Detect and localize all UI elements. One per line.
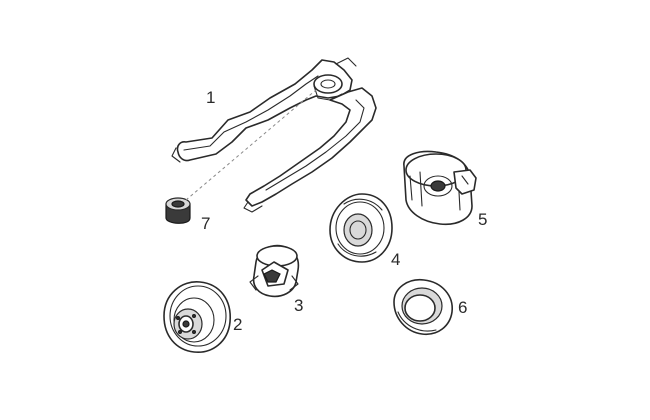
callout-label-5: 5 bbox=[478, 210, 488, 229]
callout-label-6: 6 bbox=[458, 298, 468, 317]
part-2-pulley bbox=[163, 281, 231, 353]
part-7-bushing bbox=[165, 197, 191, 224]
callout-label-4: 4 bbox=[391, 250, 401, 269]
callout-label-3: 3 bbox=[294, 296, 304, 315]
assembly-guide-line bbox=[185, 89, 317, 201]
callout-label-1: 1 bbox=[206, 88, 216, 107]
part-1-fork bbox=[171, 57, 377, 213]
part-4-grooved-wheel bbox=[329, 193, 393, 263]
callout-label-2: 2 bbox=[233, 315, 243, 334]
part-5-housing bbox=[403, 150, 477, 226]
callout-label-7: 7 bbox=[201, 214, 211, 233]
part-6-seal-ring bbox=[393, 278, 453, 336]
part-3-small-gear bbox=[249, 244, 300, 298]
